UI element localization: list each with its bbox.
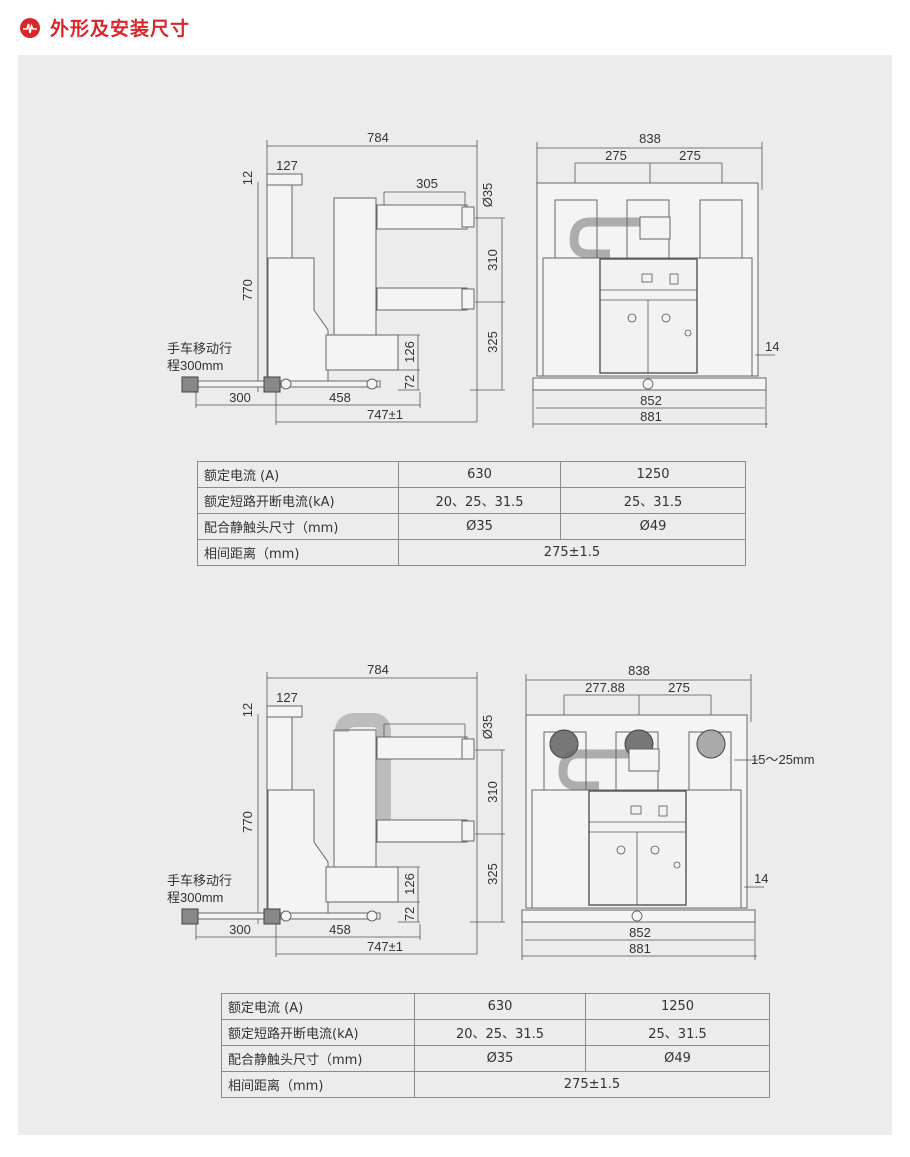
dimension-label: 310 <box>485 781 500 803</box>
dimension-label: 14 <box>765 339 779 354</box>
dimension-label: 747±1 <box>367 939 403 954</box>
dimension-label: 770 <box>240 811 255 833</box>
dimension-label: 275 <box>679 148 701 163</box>
dimension-label: 程300mm <box>167 358 223 373</box>
dimension-label: 277.88 <box>585 680 625 695</box>
dimension-label: 852 <box>629 925 651 940</box>
section-header: 外形及安装尺寸 <box>20 14 190 41</box>
dimension-label: 300 <box>229 390 251 405</box>
dimension-label: 手车移动行 <box>167 341 232 356</box>
dimension-label: 127 <box>276 690 298 705</box>
table-row: 相间距离（mm)275±1.5 <box>221 1071 770 1098</box>
row-label: 额定短路开断电流(kA) <box>197 487 399 514</box>
row-label: 配合静触头尺寸（mm) <box>197 513 399 540</box>
dimension-label: 300 <box>229 922 251 937</box>
dimension-label: 310 <box>485 249 500 271</box>
dimension-label: 325 <box>485 331 500 353</box>
dimension-label: 747±1 <box>367 407 403 422</box>
dimension-label: 127 <box>276 158 298 173</box>
cell: Ø49 <box>585 1045 770 1072</box>
cell: 20、25、31.5 <box>414 1019 586 1046</box>
dimension-label: 12 <box>240 703 255 717</box>
dimension-label: 458 <box>329 390 351 405</box>
dimension-label: Ø35 <box>480 715 495 740</box>
dimension-label: 852 <box>640 393 662 408</box>
dimension-label: 784 <box>367 662 389 677</box>
dimension-label: 15～25mm <box>751 752 815 767</box>
dimension-label: Ø35 <box>480 183 495 208</box>
dimension-label: 458 <box>329 922 351 937</box>
dimension-label: 12 <box>240 171 255 185</box>
dimension-label: 838 <box>639 131 661 146</box>
pulse-icon <box>20 17 40 38</box>
row-label: 相间距离（mm) <box>221 1071 415 1098</box>
dimension-label: 770 <box>240 279 255 301</box>
cell: 630 <box>414 993 586 1020</box>
cell: 275±1.5 <box>398 539 746 566</box>
dimension-label: 275 <box>605 148 627 163</box>
section-title: 外形及安装尺寸 <box>50 18 191 40</box>
row-label: 相间距离（mm) <box>197 539 399 566</box>
dimension-label: 881 <box>629 941 651 956</box>
dimension-label: 程300mm <box>167 890 223 905</box>
row-label: 配合静触头尺寸（mm) <box>221 1045 415 1072</box>
cell: Ø35 <box>414 1045 586 1072</box>
dimension-label: 838 <box>628 663 650 678</box>
dimension-label: 72 <box>402 375 417 389</box>
cell: 25、31.5 <box>560 487 746 514</box>
dimension-label: 72 <box>402 907 417 921</box>
dimension-label: 14 <box>754 871 768 886</box>
cell: 630 <box>398 461 561 488</box>
cell: 1250 <box>560 461 746 488</box>
side-view-1: 784 127 12 770 305 Ø35 310 325 126 72 手车移动… <box>167 130 505 425</box>
dimension-label: 275 <box>668 680 690 695</box>
cell: Ø49 <box>560 513 746 540</box>
row-label: 额定短路开断电流(kA) <box>221 1019 415 1046</box>
table-row: 相间距离（mm)275±1.5 <box>197 539 746 566</box>
dimension-label: 手车移动行 <box>167 873 232 888</box>
dimension-label: 126 <box>402 873 417 895</box>
row-label: 额定电流 (A) <box>221 993 415 1020</box>
cell: 1250 <box>585 993 770 1020</box>
cell: 275±1.5 <box>414 1071 770 1098</box>
dimension-label: 881 <box>640 409 662 424</box>
dimension-label: 126 <box>402 341 417 363</box>
cell: 20、25、31.5 <box>398 487 561 514</box>
side-view-2: 784 127 12 770 Ø35 310 325 126 72 手车移动行程30… <box>167 662 505 957</box>
cell: Ø35 <box>398 513 561 540</box>
row-label: 额定电流 (A) <box>197 461 399 488</box>
dimension-label: 325 <box>485 863 500 885</box>
cell: 25、31.5 <box>585 1019 770 1046</box>
dimension-label: 305 <box>416 176 438 191</box>
dimension-label: 784 <box>367 130 389 145</box>
